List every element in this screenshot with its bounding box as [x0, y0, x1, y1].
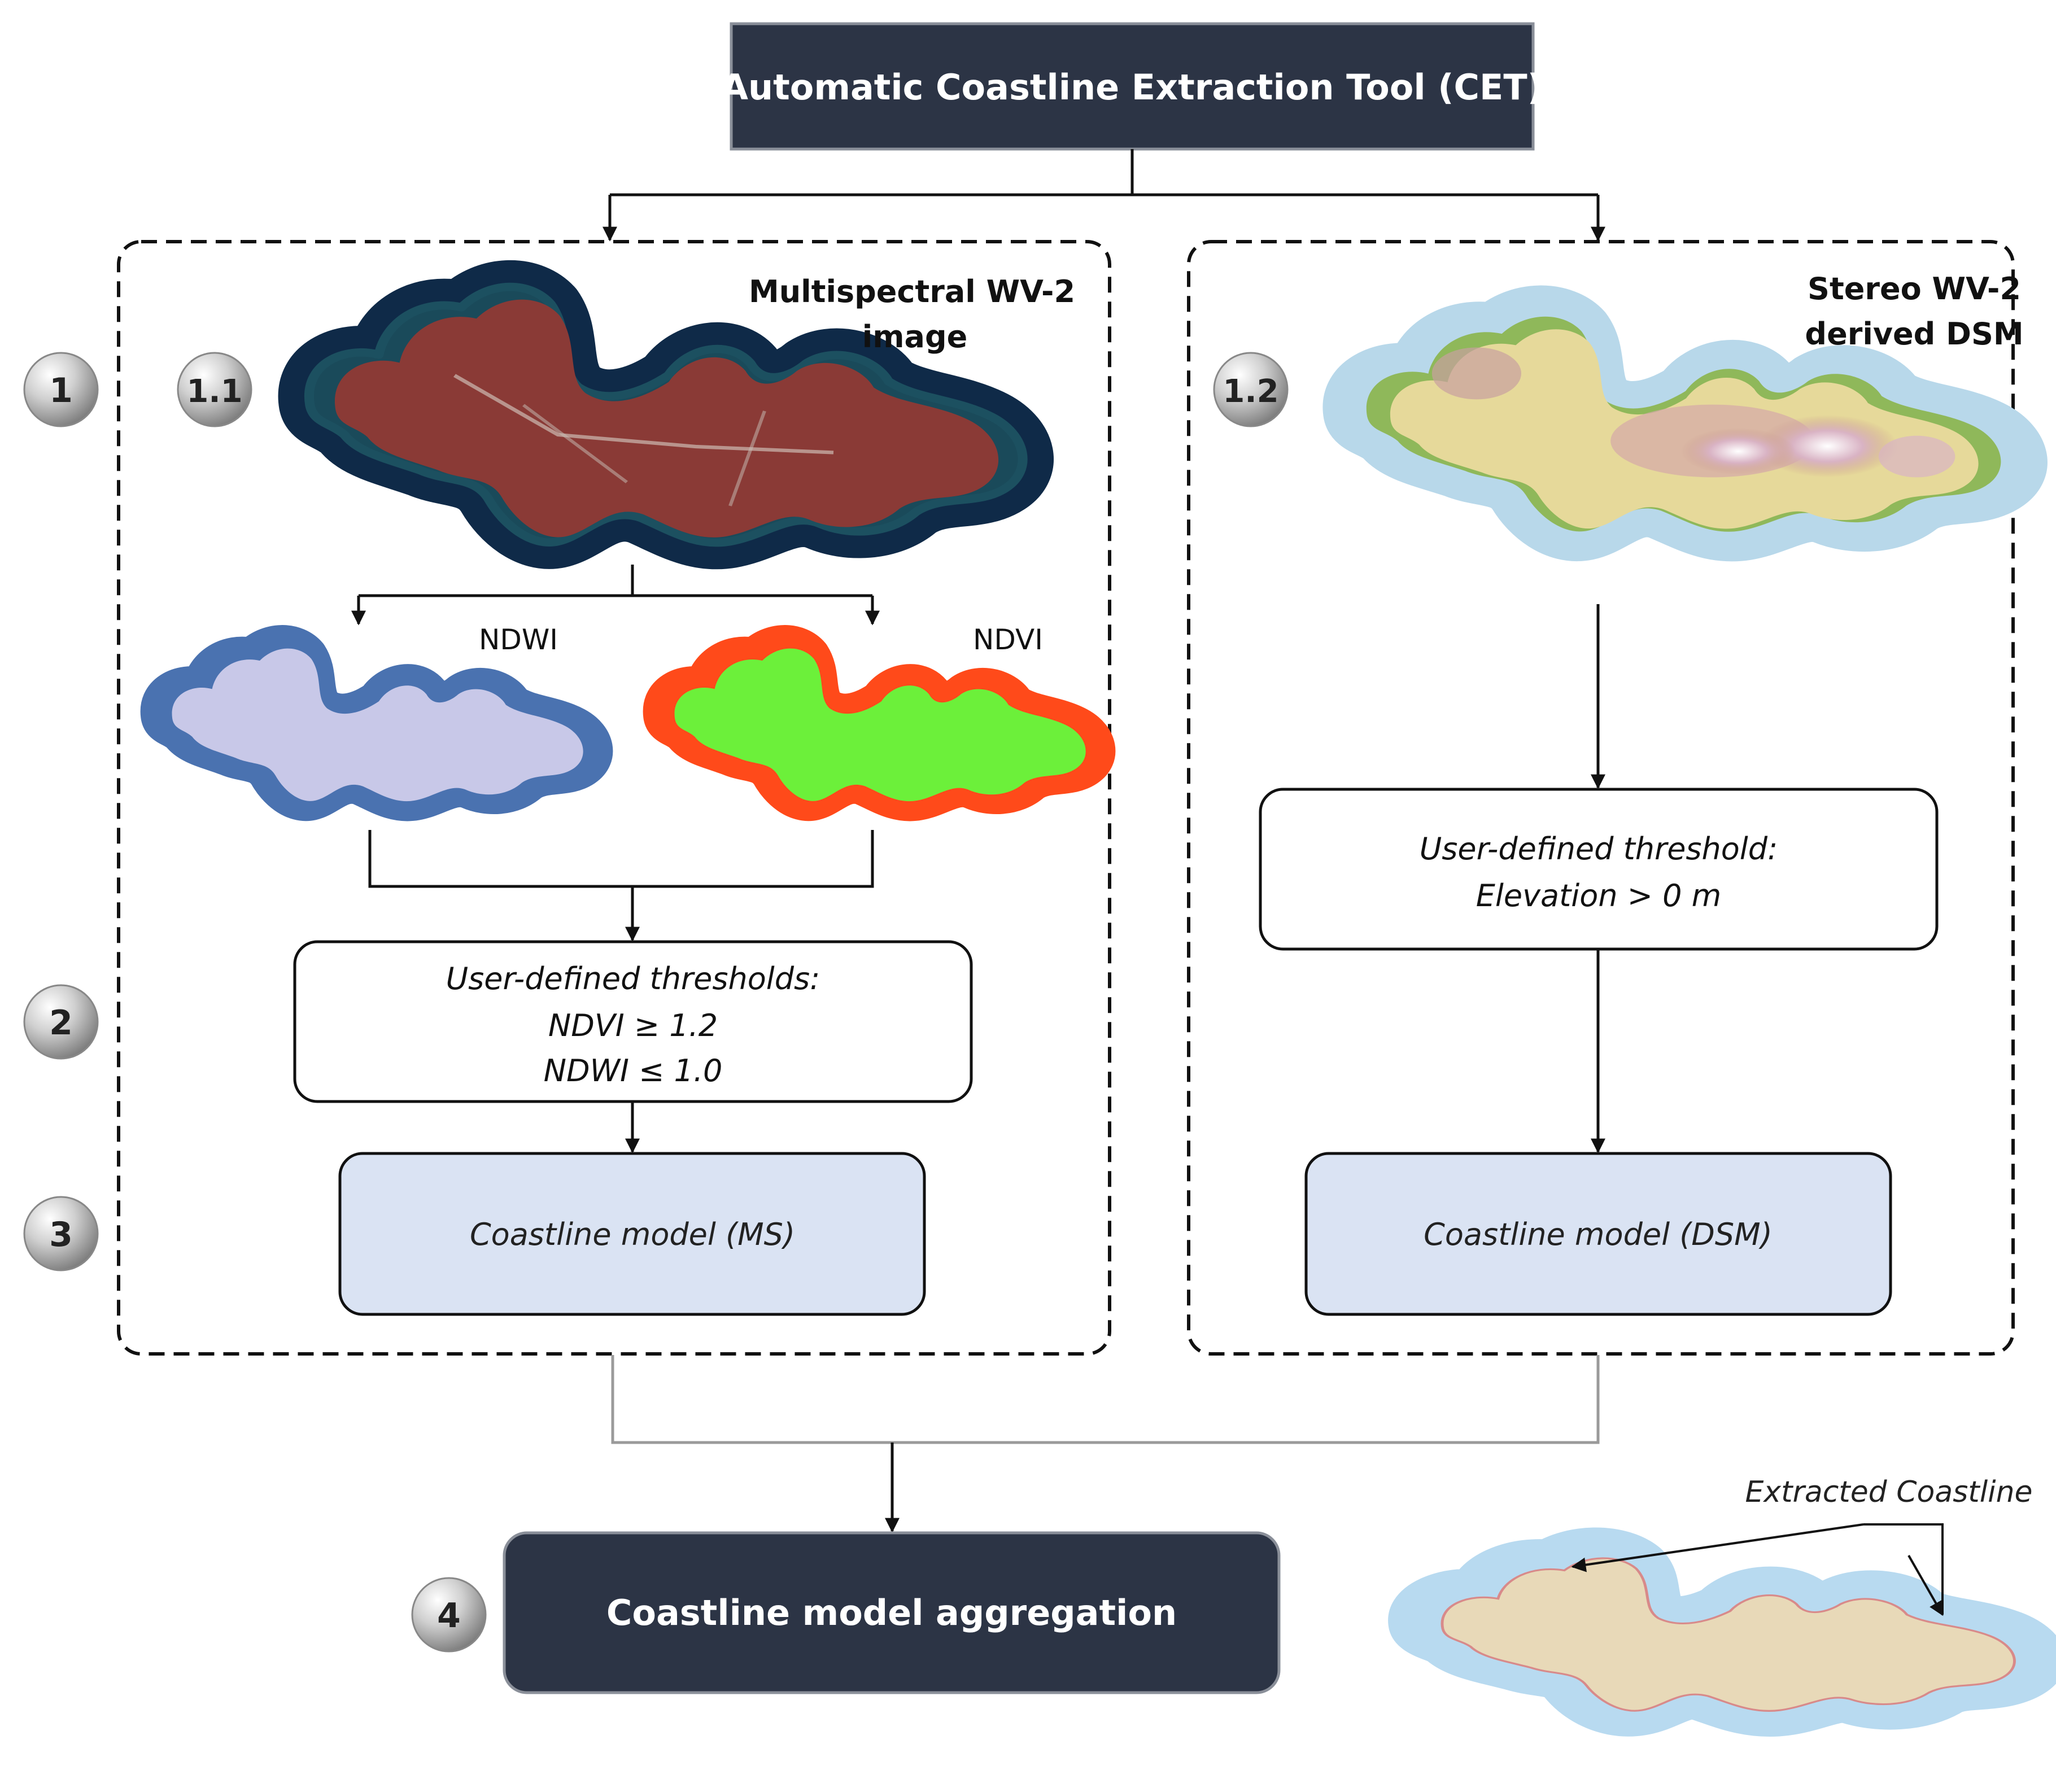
ms-threshold-title: User-defined thresholds: [446, 961, 820, 996]
title-box [730, 22, 1535, 151]
dsm-model-label: Coastline model (DSM) [1424, 1217, 1773, 1252]
svg-text:1.1: 1.1 [186, 373, 242, 410]
dsm-threshold-elevation: Elevation > 0 m [1476, 878, 1722, 914]
dsm-threshold-box [1259, 788, 1939, 951]
extracted-arrow-right [1863, 1523, 1944, 1615]
ms-threshold-ndwi: NDWI ≤ 1.0 [544, 1053, 723, 1089]
extracted-arrow-left [1571, 1523, 1864, 1572]
svg-text:1.2: 1.2 [1223, 373, 1278, 410]
ndvi-image [663, 643, 1095, 803]
ndvi-label: NDVI [973, 623, 1043, 656]
aggregation-connector [611, 1355, 1600, 1444]
title-connector [610, 149, 1598, 196]
ms-caption-line1: Multispectral WV-2 [749, 274, 1075, 309]
dsm-image [1355, 312, 2015, 536]
extracted-coastline-image [1426, 1551, 2028, 1712]
svg-text:2: 2 [49, 1003, 73, 1043]
ms-model-label: Coastline model (MS) [470, 1217, 795, 1252]
ndwi-label: NDWI [479, 623, 558, 656]
step-1-badge: 1 [23, 352, 99, 427]
right-panel [1187, 240, 2015, 1356]
step-3-badge: 3 [23, 1196, 99, 1271]
aggregation-box [503, 1531, 1281, 1694]
dsm-model-box [1304, 1152, 1892, 1316]
aggregation-label: Coastline model aggregation [606, 1592, 1177, 1633]
step-1-2-badge: 1.2 [1213, 352, 1289, 427]
ms-caption-line2: image [862, 319, 968, 355]
step-1-1-badge: 1.1 [177, 352, 252, 427]
svg-text:3: 3 [49, 1215, 73, 1255]
extracted-arrow-right-tip [1907, 1555, 1944, 1616]
step-4-badge: 4 [411, 1577, 487, 1653]
ndwi-ndvi-merge-connector [368, 830, 874, 888]
ms-split-connector [359, 565, 872, 597]
multispectral-image [309, 287, 1023, 543]
ms-model-box [338, 1152, 926, 1316]
svg-text:1: 1 [49, 371, 73, 410]
step-2-badge: 2 [23, 984, 99, 1060]
dsm-caption-line1: Stereo WV-2 [1808, 271, 2021, 307]
diagram-title: Automatic Coastline Extraction Tool (CET… [721, 67, 1543, 108]
extracted-coastline-label: Extracted Coastline [1745, 1475, 2032, 1509]
dsm-caption-line2: derived DSM [1805, 316, 2023, 352]
ms-threshold-ndvi: NDVI ≥ 1.2 [548, 1008, 718, 1043]
left-panel [117, 240, 1111, 1356]
ndwi-image [160, 643, 593, 803]
dsm-threshold-title: User-defined threshold: [1420, 831, 1778, 867]
svg-text:4: 4 [437, 1596, 461, 1636]
